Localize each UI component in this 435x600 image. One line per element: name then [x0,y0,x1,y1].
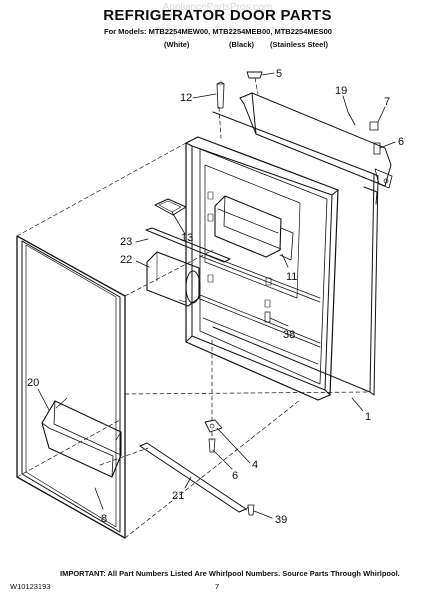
callout-4: 4 [252,459,258,471]
bottom-trim-strip [139,442,247,513]
variant-white: (White) [164,40,190,49]
callout-1: 1 [365,411,371,423]
document-number: W10123193 [10,582,51,591]
callout-13: 13 [181,232,193,244]
callout-21: 21 [172,490,184,502]
hinge-hardware [204,71,381,516]
cap-part [154,198,187,216]
callout-22: 22 [120,254,132,266]
dairy-door [146,251,201,307]
callout-5: 5 [276,68,282,80]
callout-23: 23 [120,236,132,248]
callout-6-bottom: 6 [232,470,238,482]
callout-11: 11 [286,271,297,283]
callout-6-top: 6 [398,136,404,148]
variant-stainless: (Stainless Steel) [270,40,328,49]
callout-39: 39 [275,514,287,526]
callout-38: 38 [283,329,295,341]
cap-part-inner [158,200,182,213]
callout-7: 7 [384,96,390,108]
outer-door-panel [212,92,393,396]
door-bin [41,397,122,478]
watermark-text: AppliancePartsPros.com [162,2,273,13]
assembly-guide-lines [16,77,371,539]
door-liner [185,136,339,401]
callout-8: 8 [101,513,107,525]
model-list: For Models: MTB2254MEW00, MTB2254MEB00, … [104,27,332,36]
page-title: REFRIGERATOR DOOR PARTS [103,7,332,24]
variant-black: (Black) [229,40,255,49]
trim-strip [145,227,231,263]
callout-19: 19 [335,85,347,97]
callout-20: 20 [27,377,39,389]
callout-12: 12 [180,92,192,104]
footer-note: IMPORTANT: All Part Numbers Listed Are W… [60,569,400,578]
page-number: 7 [215,582,220,591]
leader-lines [37,72,396,519]
